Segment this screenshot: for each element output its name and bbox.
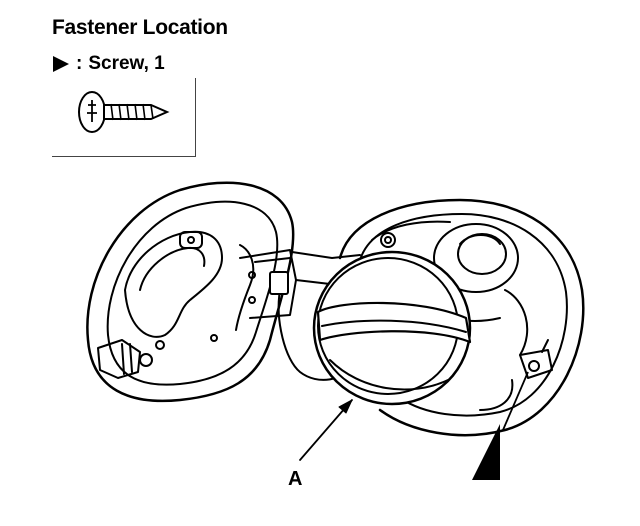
legend-item-label: Screw, 1 bbox=[88, 53, 165, 74]
callout-label-a: A bbox=[288, 468, 303, 490]
fuel-filler-housing bbox=[338, 198, 585, 437]
legend-separator: : bbox=[76, 53, 83, 74]
triangle-pointer-icon bbox=[52, 55, 70, 73]
legend-frame bbox=[52, 78, 196, 157]
screw-icon bbox=[78, 91, 170, 133]
fastener-legend: : Screw, 1 bbox=[52, 53, 165, 75]
fuel-fill-door bbox=[86, 181, 361, 403]
triangle-pointer-icon bbox=[472, 424, 500, 480]
screw-marker-leader bbox=[502, 371, 529, 431]
page-title: Fastener Location bbox=[52, 16, 228, 39]
fuel-cap bbox=[312, 250, 472, 406]
callout-a-arrowhead bbox=[338, 399, 353, 414]
